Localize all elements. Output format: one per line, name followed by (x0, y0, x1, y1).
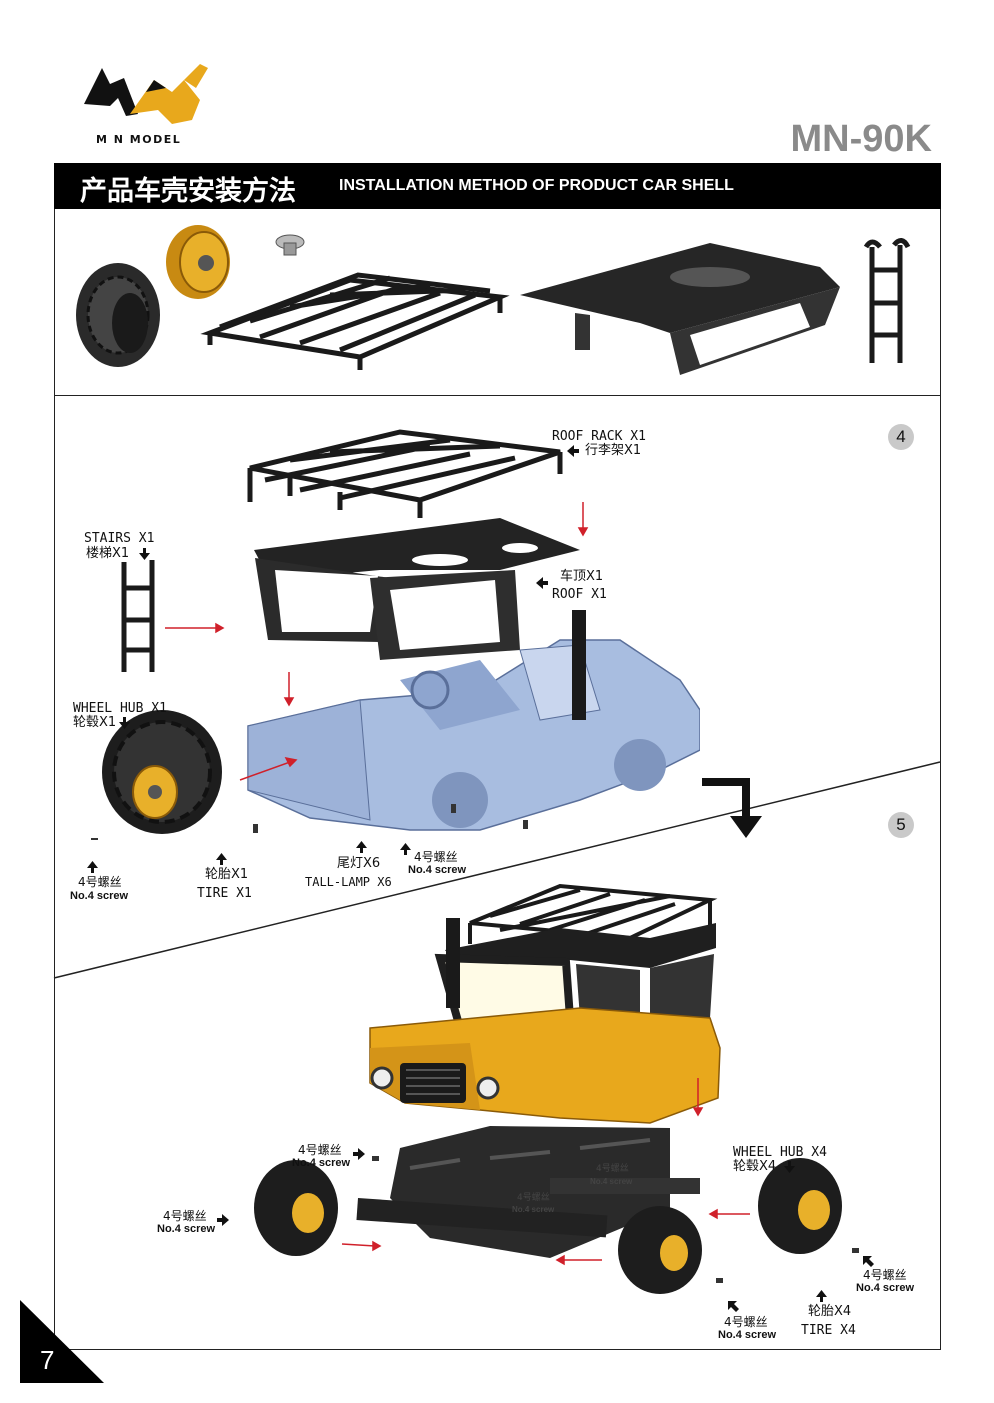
screw1-arrow-icon (87, 861, 98, 873)
wheel-hub-part-icon (166, 225, 230, 299)
tail-lamp-label-zh: 尾灯X6 (337, 856, 381, 871)
screw-a-label-zh: 4号螺丝 (298, 1143, 342, 1157)
page-number: 7 (40, 1345, 55, 1375)
roof-rack-part-icon (200, 272, 510, 370)
step-5-badge: 5 (888, 812, 914, 838)
banner-title-zh: 产品车壳安装方法 (80, 176, 296, 207)
step-4-diagram (91, 429, 700, 840)
stairs-label-zh: 楼梯X1 (86, 546, 130, 561)
screw2-arrow-icon (400, 843, 411, 855)
roof-rack-label-en: ROOF RACK X1 (552, 429, 646, 444)
section-banner: 产品车壳安装方法 INSTALLATION METHOD OF PRODUCT … (54, 163, 941, 209)
tire-label-zh: 轮胎X1 (205, 867, 249, 882)
tire4-arrow-icon (816, 1290, 827, 1302)
step-4-badge: 4 (888, 424, 914, 450)
wheel-hub4-label-en: WHEEL HUB X4 (733, 1145, 827, 1160)
parts-overview (76, 225, 911, 375)
model-number: MN-90K (790, 118, 932, 160)
screw1-label-en: No.4 screw (70, 890, 129, 902)
screw-a-arrow-icon (353, 1148, 365, 1160)
wheel-hub4-label-zh: 轮毂X4 (733, 1159, 777, 1174)
screw-f-label-en: No.4 screw (718, 1329, 777, 1341)
tire4-label-en: TIRE X4 (801, 1323, 856, 1338)
roof-rack-label-zh: 行李架X1 (585, 443, 642, 458)
step-5-diagram (254, 883, 859, 1294)
stairs-arrow-icon (139, 548, 150, 560)
screw-b-label-en: No.4 screw (590, 1177, 633, 1186)
roof-label-zh: 车顶X1 (560, 569, 604, 584)
tail-lamp-label-en: TALL-LAMP X6 (305, 875, 392, 889)
tire-arrow-icon (216, 853, 227, 865)
stairs-label-en: STAIRS X1 (84, 531, 155, 546)
roof-arrow-icon (536, 577, 548, 589)
screw-e-label-zh: 4号螺丝 (863, 1268, 907, 1282)
screw-part-icon (275, 234, 305, 256)
stairs-part-icon (863, 238, 911, 363)
screw2-label-en: No.4 screw (408, 864, 467, 876)
tire4-label-zh: 轮胎X4 (808, 1304, 852, 1319)
screw-d-label-en: No.4 screw (157, 1223, 216, 1235)
screw-e-label-en: No.4 screw (856, 1282, 915, 1294)
screw-e-arrow-icon (863, 1256, 874, 1267)
screw-c-label-en: No.4 screw (512, 1205, 555, 1214)
parts-divider (54, 395, 941, 396)
tail-lamp-arrow-icon (356, 841, 367, 853)
screw1-label-zh: 4号螺丝 (78, 875, 122, 889)
banner-title-en: INSTALLATION METHOD OF PRODUCT CAR SHELL (339, 177, 734, 194)
roof-label-en: ROOF X1 (552, 587, 607, 602)
screw-d-label-zh: 4号螺丝 (163, 1209, 207, 1223)
screw-f-label-zh: 4号螺丝 (724, 1315, 768, 1329)
wheel-hub4-arrow-icon (784, 1161, 795, 1173)
roof-rack-arrow-icon (567, 445, 579, 457)
wheel-hub-arrow-icon (119, 717, 130, 729)
brand-logo (84, 64, 208, 124)
screw-a-label-en: No.4 screw (292, 1157, 351, 1169)
tire-part-icon (76, 263, 160, 367)
content-frame (54, 209, 941, 1350)
screw-d-arrow-icon (217, 1214, 229, 1226)
screw-b-label-zh: 4号螺丝 (596, 1164, 629, 1174)
screw-f-arrow-icon (728, 1301, 739, 1312)
brand-name: M N MODEL (96, 133, 182, 146)
screw2-label-zh: 4号螺丝 (414, 850, 458, 864)
wheel-hub-label-zh: 轮毂X1 (73, 715, 117, 730)
screw-c-label-zh: 4号螺丝 (517, 1193, 550, 1203)
roof-part-icon (520, 243, 840, 375)
next-step-arrow-icon (702, 778, 762, 838)
tire-label-en: TIRE X1 (197, 886, 252, 901)
wheel-hub-label-en: WHEEL HUB X1 (73, 701, 167, 716)
